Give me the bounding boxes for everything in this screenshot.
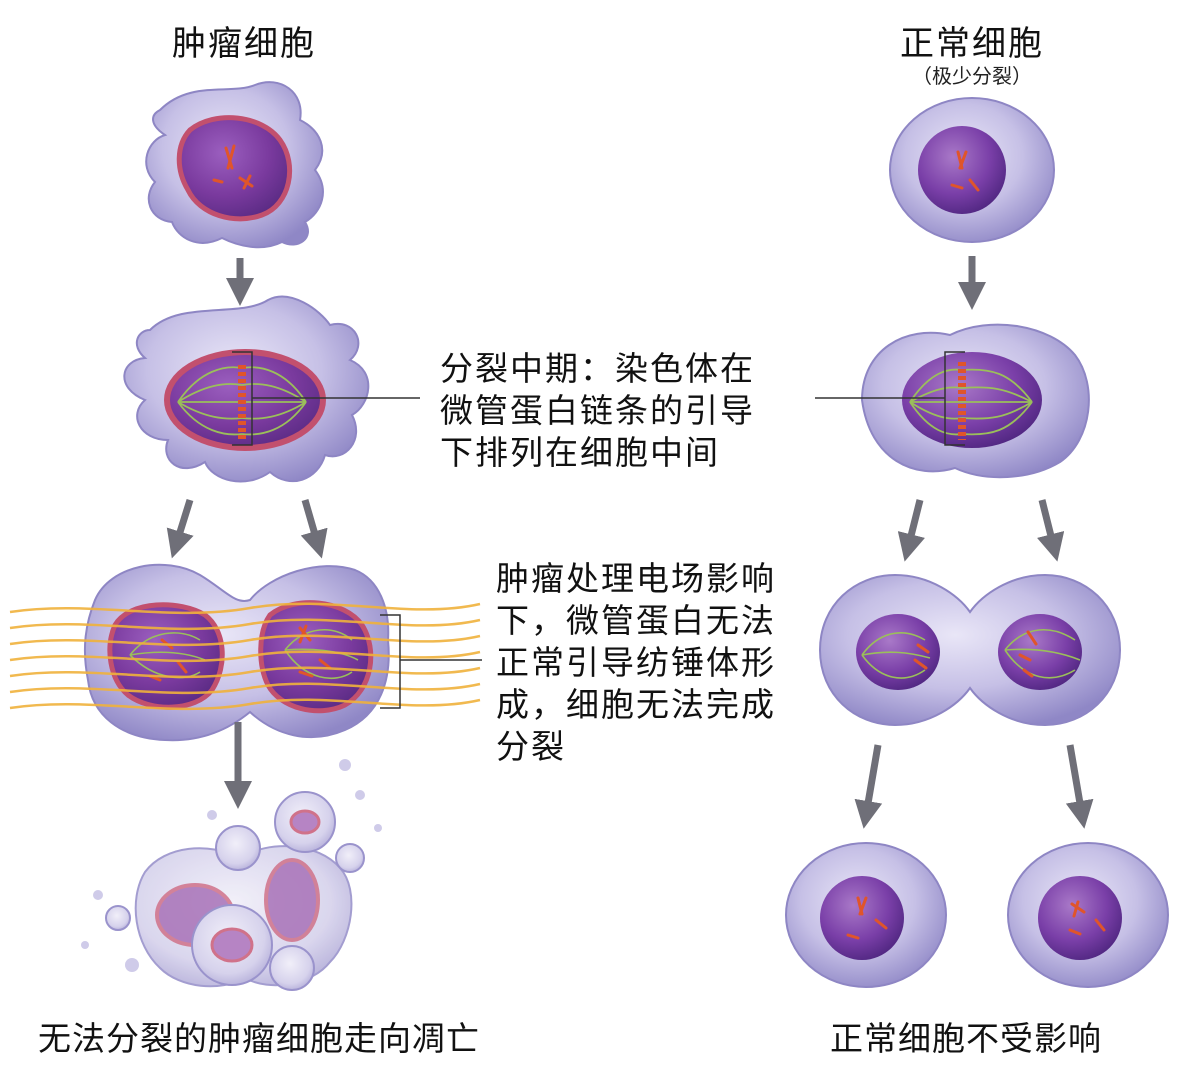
normal-column-subtitle: （极少分裂） (912, 64, 1032, 88)
tumor-cell-disrupted (9, 563, 481, 742)
arrow-tumor-2b (300, 499, 328, 559)
apoptotic-body (335, 843, 365, 873)
arrow-normal-3b (1065, 744, 1094, 829)
ttfields-callout-lines (380, 614, 482, 709)
bracket-disrupted (380, 614, 401, 709)
tumor-nucleus (176, 115, 293, 222)
normal-nucleus (902, 352, 1042, 448)
tumor-nucleus (107, 602, 225, 710)
metaphase-callout-lines (232, 351, 965, 446)
tumor-cell-metaphase (123, 295, 370, 483)
apoptotic-body (207, 810, 217, 820)
tumor-outcome-caption: 无法分裂的肿瘤细胞走向凋亡 (38, 1019, 480, 1058)
ttfields-annotation: 肿瘤处理电场影响 下，微管蛋白无法 正常引导纺锤体形 成，细胞无法完成 分裂 (496, 559, 776, 766)
apoptotic-body (355, 790, 365, 800)
chromosome-icon (913, 630, 1038, 678)
apoptotic-body (215, 825, 261, 871)
normal-nucleus (998, 614, 1082, 690)
apoptotic-body (125, 958, 139, 972)
normal-cell-metaphase (860, 323, 1090, 479)
normal-nucleus (918, 126, 1006, 214)
electric-field-lines (9, 602, 481, 711)
tumor-cell-interphase (145, 81, 324, 249)
apoptotic-body (269, 945, 315, 991)
chromosome-icon (950, 150, 980, 192)
arrow-normal-3a (854, 744, 883, 829)
spindle-fibers (861, 629, 1081, 679)
chromosome-icon (1068, 900, 1106, 936)
arrow-normal-2b (1037, 499, 1065, 562)
normal-column-title: 正常细胞 (900, 24, 1044, 64)
dying-nucleus (210, 927, 254, 963)
tumor-column-title: 肿瘤细胞 (172, 24, 316, 64)
spindle-fibers (177, 366, 307, 436)
chromosome-icon (212, 144, 254, 190)
arrow-normal-2a (897, 499, 925, 562)
apoptotic-cell-cluster (81, 759, 382, 991)
apoptotic-body (81, 941, 89, 949)
normal-cell-interphase (889, 97, 1055, 243)
dying-nucleus (264, 858, 320, 942)
apoptotic-body (374, 824, 382, 832)
apoptotic-body (105, 905, 131, 931)
apoptotic-body (339, 759, 351, 771)
normal-nucleus (1038, 876, 1122, 960)
arrow-tumor-2a (166, 498, 194, 559)
spindle-fibers (909, 368, 1033, 436)
normal-outcome-caption: 正常细胞不受影响 (830, 1019, 1102, 1058)
apoptotic-body (93, 890, 103, 900)
normal-daughter-cell-left (785, 842, 947, 988)
dying-nucleus (289, 809, 321, 835)
chromosome-icon (846, 896, 888, 940)
normal-daughter-cell-right (1007, 842, 1169, 988)
spindle-fibers (129, 629, 359, 680)
normal-nucleus (820, 876, 904, 960)
normal-cell-telophase (818, 573, 1122, 727)
metaphase-annotation: 分裂中期：染色体在 微管蛋白链条的引导 下排列在细胞中间 (440, 349, 755, 472)
